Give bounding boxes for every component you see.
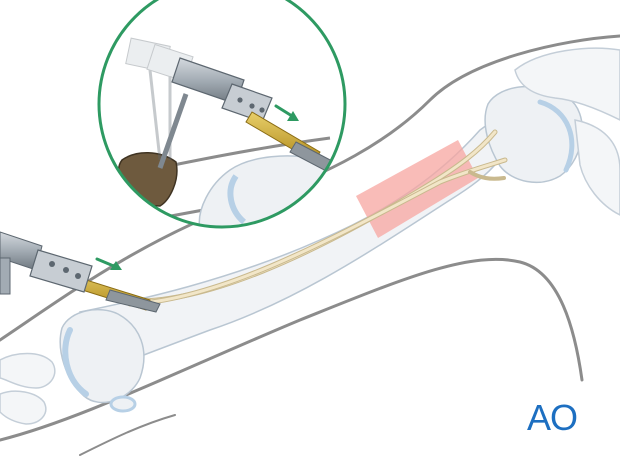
bone-head-joint [537, 99, 575, 173]
inset-instrument-rod [157, 93, 189, 169]
upper-skin-line [0, 34, 620, 342]
instrument-screw-3 [75, 273, 81, 279]
inset-bone-joint [227, 174, 247, 225]
inset-screw-2 [249, 103, 255, 109]
inset-handle [117, 152, 178, 207]
instrument-block [29, 249, 93, 293]
forearm-bone-1 [0, 352, 56, 389]
ao-logo-text: AO [527, 398, 577, 436]
inset-screw-3 [259, 107, 265, 113]
bone-condyle [109, 395, 137, 413]
instrument-shaft [0, 257, 11, 295]
inset-magnifier [97, 0, 347, 229]
instrument-screw-1 [49, 261, 55, 267]
scapula-lower [574, 119, 620, 216]
instrument-screw-2 [63, 267, 69, 273]
bone [0, 47, 620, 425]
instrument-tip [105, 289, 161, 313]
nail-2-core [128, 158, 507, 306]
forearm-bone-2 [0, 390, 47, 425]
intramedullary-nails [115, 129, 508, 307]
inset-border [97, 0, 347, 229]
scapula-outline [514, 47, 620, 121]
arrow-down-right-icon [274, 104, 299, 121]
bone-distal-joint [62, 327, 89, 397]
insertion-instrument [0, 231, 161, 313]
bone-distal-left [59, 308, 145, 404]
wrist-crease [79, 414, 176, 456]
nail-tip [468, 170, 506, 181]
ao-logo: AO [527, 398, 578, 436]
inset-screw-1 [237, 97, 243, 103]
arrow-right-icon [95, 257, 122, 270]
